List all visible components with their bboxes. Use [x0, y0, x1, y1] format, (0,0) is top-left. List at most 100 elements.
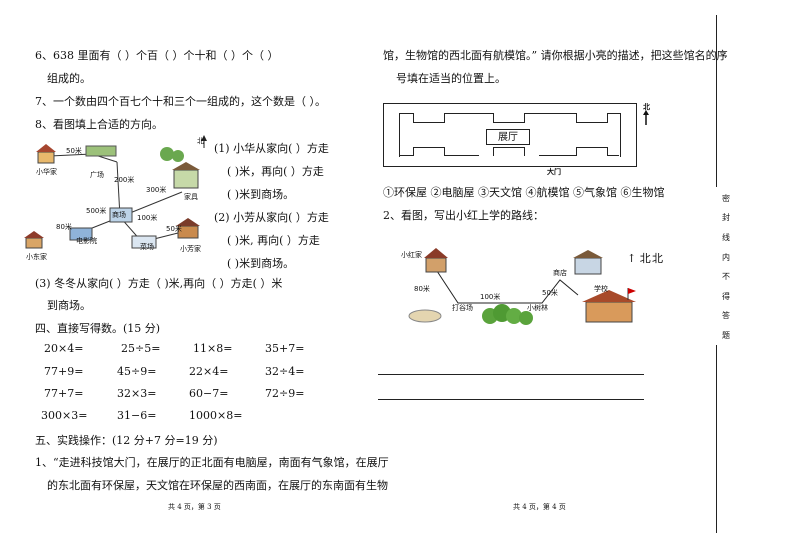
q8-map-home-xiaohua: 小华家 [36, 168, 57, 176]
q8-map-dist-300: 300米 [146, 186, 167, 194]
grove-icon [482, 304, 533, 325]
footer-left: 共 4 页，第 3 页 [168, 503, 221, 511]
gate-label: 大门 [547, 168, 561, 176]
calc-r2c3: 22×4= [189, 365, 229, 378]
q8-s1-l3: ( )米到商场。 [227, 188, 295, 201]
calc-r1c2: 25÷5= [121, 342, 161, 355]
house-xiaofang-icon [176, 218, 200, 239]
q8-s2-l3: ( )米到商场。 [227, 257, 295, 270]
route-north-arrow: ↑ 北 [627, 252, 651, 265]
sec5-p1: 1、“走进科技馆大门，在展厅的正北面有电脑屋，南面有气象馆，在展厅 [35, 456, 389, 469]
sec5-p3: 馆，生物馆的西北面有航模馆。” 请你根据小亮的描述，把这些馆名的序 [383, 49, 728, 62]
sec5-p2: 的东北面有环保屋，天文馆在环保屋的西南面，在展厅的东南面有生物 [47, 479, 388, 492]
answer-line-1 [378, 374, 644, 375]
footer-right: 共 4 页，第 4 页 [513, 503, 566, 511]
q8-map-dist-500: 500米 [86, 207, 107, 215]
trees-icon [160, 147, 184, 162]
threshing-ground-icon [408, 309, 442, 323]
mall-icon [109, 207, 133, 223]
calc-r1c3: 11×8= [193, 342, 233, 355]
market-icon [131, 235, 157, 249]
route-dakuchang: 打谷场 [452, 304, 473, 312]
route-xiaoshulin: 小树林 [527, 304, 548, 312]
square-icon [85, 145, 117, 157]
route-dist-80: 80米 [414, 285, 430, 293]
calc-r2c2: 45÷9= [117, 365, 157, 378]
route-north-label: 北 [652, 252, 663, 265]
q8-map-shangchang: 商场 [112, 211, 126, 219]
room-slot-nw [413, 113, 445, 123]
seal-char: 内 [722, 253, 730, 262]
exhibition-hall-label: 展厅 [498, 132, 518, 143]
hall-north-label: 北 [643, 103, 650, 111]
seal-char: 答 [722, 311, 730, 320]
answer-line-2 [378, 399, 644, 400]
school-icon [582, 288, 636, 323]
seal-char: 不 [722, 272, 730, 281]
q8-s1-l1: (1) 小华从家向( ）方走 [214, 142, 329, 155]
q8-map-north: 北 [197, 137, 204, 145]
sec5-p4: 号填在适当的位置上。 [396, 72, 506, 85]
room-slot-ne [576, 113, 608, 123]
calc-r1c1: 20×4= [44, 342, 84, 355]
q8-s3-l1: (3) 冬冬从家向( ）方走（ )米,再向（ ）方走( ）米 [35, 277, 283, 290]
q7: 7、一个数由四个百七个十和三个一组成的，这个数是（ ）。 [35, 95, 326, 108]
calc-r2c4: 32÷4= [265, 365, 305, 378]
room-slot-s [493, 147, 525, 156]
calc-r3c1: 77+7= [44, 387, 84, 400]
q8-s2-l2: ( )米, 再向( ）方走 [227, 234, 320, 247]
route-dist-50: 50米 [542, 289, 558, 297]
seal-char: 得 [722, 292, 730, 301]
seal-char: 题 [722, 331, 730, 340]
room-slot-n [493, 113, 525, 123]
q8-s3-l2: 到商场。 [47, 299, 91, 312]
house-dongdong-icon [24, 231, 44, 249]
xiaohong-home-icon [424, 248, 448, 273]
room-slot-sw [413, 147, 445, 156]
q8-map [24, 135, 207, 249]
q8-map-dianyingyuan: 电影院 [76, 237, 97, 245]
q8-map-dist-200: 200米 [114, 176, 135, 184]
q2-title: 2、看图，写出小红上学的路线： [383, 209, 544, 222]
sec5-title: 五、实践操作：(12 分+7 分=19 分) [35, 434, 218, 447]
q6-line2: 组成的。 [47, 72, 91, 85]
furniture-store-icon [172, 162, 200, 189]
route-dist-100: 100米 [480, 293, 501, 301]
q8-map-jiaju: 家具 [184, 193, 198, 201]
calc-r2c1: 77+9= [44, 365, 84, 378]
q8-map-dist-50: 50米 [66, 147, 82, 155]
cinema-icon [69, 227, 93, 241]
q8-title: 8、看图填上合适的方向。 [35, 118, 163, 131]
hall-north-arrow-icon [643, 110, 649, 125]
shop-icon [573, 250, 603, 275]
q8-map-guangchang: 广场 [90, 171, 104, 179]
hall-options: ①环保屋 ②电脑屋 ③天文馆 ④航模馆 ⑤气象馆 ⑥生物馆 [383, 186, 665, 199]
q6-line1: 6、638 里面有（ ）个百（ ）个十和（ ）个（ ） [35, 49, 279, 62]
calc-r1c4: 35+7= [265, 342, 305, 355]
calc-r4c2: 31−6= [117, 409, 157, 422]
q8-map-dist-100: 100米 [137, 214, 158, 222]
seal-char: 密 [722, 194, 730, 203]
exhibition-hall: 展厅 [486, 129, 530, 145]
q8-map-dist-80: 80米 [56, 223, 72, 231]
q8-map-home-dongdong: 小东家 [26, 253, 47, 261]
seal-char: 线 [722, 233, 730, 242]
calc-r3c3: 60−7= [189, 387, 229, 400]
seal-char: 封 [722, 213, 730, 222]
seal-line-bottom [716, 345, 717, 533]
calc-r4c1: 300×3= [41, 409, 88, 422]
route-shop: 商店 [553, 269, 567, 277]
q8-s2-l1: (2) 小芳从家向( ）方走 [214, 211, 329, 224]
route-map [408, 248, 636, 325]
q8-map-caichang: 菜场 [140, 243, 154, 251]
q8-map-home-xiaofang: 小芳家 [180, 245, 201, 253]
calc-r3c4: 72÷9= [265, 387, 305, 400]
calc-r3c2: 32×3= [117, 387, 157, 400]
q8-map-dist-50b: 50米 [166, 225, 182, 233]
route-school: 学校 [594, 285, 608, 293]
calc-r4c3: 1000×8= [189, 409, 243, 422]
sec4-title: 四、直接写得数。(15 分) [35, 322, 161, 335]
q8-s1-l2: ( )米，再向( ）方走 [227, 165, 324, 178]
room-slot-se [576, 147, 608, 156]
route-home-label: 小红家 [401, 251, 422, 259]
